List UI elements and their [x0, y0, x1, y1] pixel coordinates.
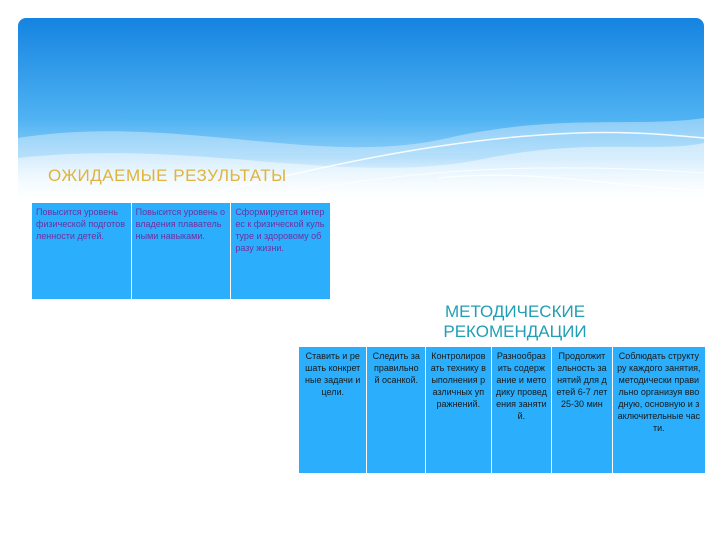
sky-wave-graphic — [18, 18, 704, 201]
methods-cell: Ставить и решать конкретные задачи и цел… — [297, 346, 368, 474]
methods-table: Ставить и решать конкретные задачи и цел… — [297, 346, 707, 474]
table-row: Повысится уровень физической подготовлен… — [31, 202, 331, 300]
methods-cell: Следить за правильной осанкой. — [366, 346, 427, 474]
methods-cell: Контролировать технику выполнения различ… — [425, 346, 492, 474]
methods-cell: Продолжительность занятий для детей 6-7 … — [551, 346, 613, 474]
header-background — [18, 18, 704, 201]
results-cell: Сформируется интерес к физической культу… — [230, 202, 331, 300]
results-table: Повысится уровень физической подготовлен… — [31, 202, 331, 300]
results-cell: Повысится уровень овладения плавательным… — [130, 202, 232, 300]
methods-cell: Соблюдать структуру каждого занятия, мет… — [611, 346, 707, 474]
table-row: Ставить и решать конкретные задачи и цел… — [297, 346, 707, 474]
results-title: ОЖИДАЕМЫЕ РЕЗУЛЬТАТЫ — [48, 166, 287, 185]
methods-cell: Разнообразить содержание и методику пров… — [490, 346, 553, 474]
results-cell: Повысится уровень физической подготовлен… — [31, 202, 132, 300]
methods-title: МЕТОДИЧЕСКИЕ РЕКОМЕНДАЦИИ — [443, 302, 587, 341]
